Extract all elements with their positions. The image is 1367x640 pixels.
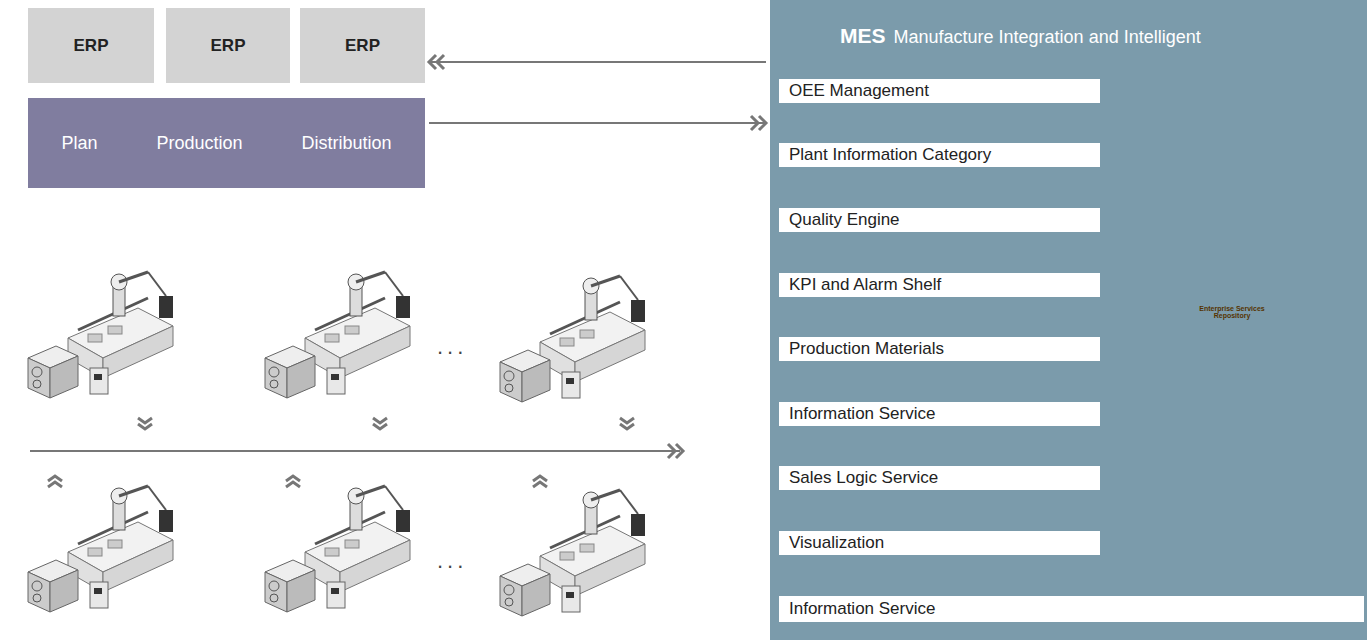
machine bbox=[265, 272, 410, 398]
flow-arrow bbox=[429, 116, 766, 130]
box-label: ERP bbox=[211, 36, 246, 56]
module-bar: Visualization bbox=[779, 531, 1100, 555]
module-bar: Production Materials bbox=[779, 337, 1100, 361]
chevron-up bbox=[48, 476, 547, 487]
box-label: Visualization bbox=[789, 533, 884, 553]
module-bar: KPI and Alarm Shelf bbox=[779, 273, 1100, 297]
box-label: Sales Logic Service bbox=[789, 468, 938, 488]
module-bar: Information Service bbox=[779, 596, 1364, 622]
box-label: ERP bbox=[345, 36, 380, 56]
panel-subtitle: Manufacture Integration and Intelligent bbox=[894, 27, 1201, 48]
box-label: Plant Information Category bbox=[789, 145, 991, 165]
chevron-down bbox=[138, 418, 634, 429]
box-label: KPI and Alarm Shelf bbox=[789, 275, 941, 295]
function-band: Plan Production Distribution bbox=[28, 98, 425, 188]
box-label: Plan bbox=[61, 133, 97, 154]
box-label: OEE Management bbox=[789, 81, 929, 101]
module-bar: Sales Logic Service bbox=[779, 466, 1100, 490]
box-label: Production Materials bbox=[789, 339, 944, 359]
box-label: Quality Engine bbox=[789, 210, 900, 230]
module-bar: OEE Management bbox=[779, 79, 1100, 103]
mes-panel: MES Manufacture Integration and Intellige… bbox=[770, 0, 1367, 640]
box-label: Production bbox=[156, 133, 242, 154]
box-label: Distribution bbox=[301, 133, 391, 154]
box-label: Information Service bbox=[789, 599, 935, 619]
erp-box: ERP bbox=[300, 8, 425, 83]
panel-title: MES bbox=[840, 24, 886, 48]
box-label: ERP bbox=[74, 36, 109, 56]
machine bbox=[500, 490, 645, 616]
module-bar: Plant Information Category bbox=[779, 143, 1100, 167]
erp-box: ERP bbox=[28, 8, 154, 83]
module-bar: Quality Engine bbox=[779, 208, 1100, 232]
icon-caption: Enterprise Services Repository bbox=[1197, 305, 1267, 319]
erp-box: ERP bbox=[166, 8, 290, 83]
ellipsis: ... bbox=[437, 548, 467, 574]
bus-arrow bbox=[30, 444, 683, 458]
panel-title: MES Manufacture Integration and Intellige… bbox=[840, 24, 1201, 48]
flow-arrow bbox=[429, 55, 766, 69]
machine bbox=[28, 272, 173, 398]
machine bbox=[28, 486, 173, 612]
machine bbox=[500, 276, 645, 402]
box-label: Information Service bbox=[789, 404, 935, 424]
module-bar: Information Service bbox=[779, 402, 1100, 426]
ellipsis: ... bbox=[437, 334, 467, 360]
machine bbox=[265, 486, 410, 612]
